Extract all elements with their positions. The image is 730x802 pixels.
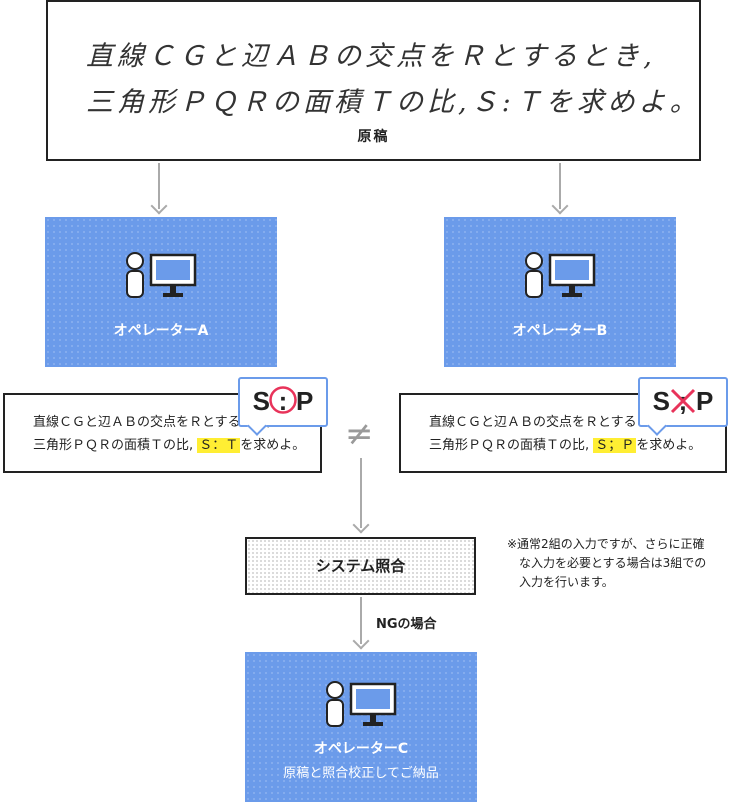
arrow-to-operator-a <box>158 163 160 209</box>
note: ※通常2組の入力ですが、さらに正確 な入力を必要とする場合は3組での 入力を行い… <box>507 535 730 592</box>
operator-b-box: オペレーターB <box>444 217 676 367</box>
circle-mark-icon <box>269 386 297 414</box>
operator-b-label: オペレーターB <box>512 323 608 339</box>
monitor-icon <box>548 253 596 297</box>
operator-a-label: オペレーターA <box>113 323 209 339</box>
manuscript-label: 原稿 <box>357 129 390 145</box>
person-icon <box>126 252 144 298</box>
monitor-icon <box>149 253 197 297</box>
bubble-b-right: P <box>696 386 714 416</box>
manuscript-line-2: 三角形ＰＱＲの面積Ｔの比,Ｓ:Ｔを求めよ。 <box>86 87 701 118</box>
note-line-2: な入力を必要とする場合は3組での <box>519 556 707 570</box>
bubble-a-left: S <box>252 386 270 416</box>
result-a-highlight: Ｓ：Ｔ <box>197 438 241 453</box>
arrow-head-a <box>150 197 168 215</box>
bubble-a-right: P <box>296 386 314 416</box>
operator-icon <box>326 681 397 727</box>
operator-c-box: オペレーターC 原稿と照合校正してご納品 <box>245 652 477 802</box>
person-icon <box>326 681 344 727</box>
not-equal-sign: ≠ <box>345 414 374 454</box>
operator-c-sub: 原稿と照合校正してご納品 <box>283 766 439 781</box>
system-check-box: システム照合 <box>245 537 476 595</box>
operator-icon <box>525 252 596 298</box>
bubble-b-left: S <box>652 386 670 416</box>
arrow-head-system <box>352 516 370 534</box>
note-line-1: ※通常2組の入力ですが、さらに正確 <box>507 537 705 551</box>
manuscript-box: 直線ＣＧと辺ＡＢの交点をＲとするとき, 三角形ＰＱＲの面積Ｔの比,Ｓ:Ｔを求めよ… <box>46 0 701 161</box>
operator-icon <box>126 252 197 298</box>
bubble-a: S:P <box>238 377 328 427</box>
operator-a-box: オペレーターA <box>45 217 277 367</box>
result-b-highlight: Ｓ；Ｐ <box>593 438 637 453</box>
ng-label: NGの場合 <box>376 617 437 632</box>
arrow-to-operator-b <box>559 163 561 209</box>
note-line-3: 入力を行います。 <box>519 575 614 589</box>
result-a-line-1: 直線ＣＧと辺ＡＢの交点をＲとするとき, <box>33 415 271 430</box>
result-b-line-1: 直線ＣＧと辺ＡＢの交点をＲとするとき, <box>429 415 667 430</box>
monitor-icon <box>349 682 397 726</box>
arrow-to-system <box>360 458 362 528</box>
bubble-a-mid: : <box>269 379 297 423</box>
arrow-head-c <box>352 632 370 650</box>
bubble-b: S;P <box>638 377 728 427</box>
manuscript-line-1: 直線ＣＧと辺ＡＢの交点をＲとするとき, <box>86 41 656 72</box>
arrow-head-b <box>551 197 569 215</box>
cross-mark-icon <box>670 388 696 414</box>
operator-c-label: オペレーターC <box>313 741 409 757</box>
person-icon <box>525 252 543 298</box>
arrow-to-operator-c <box>360 597 362 644</box>
bubble-b-mid: ; <box>670 379 696 423</box>
